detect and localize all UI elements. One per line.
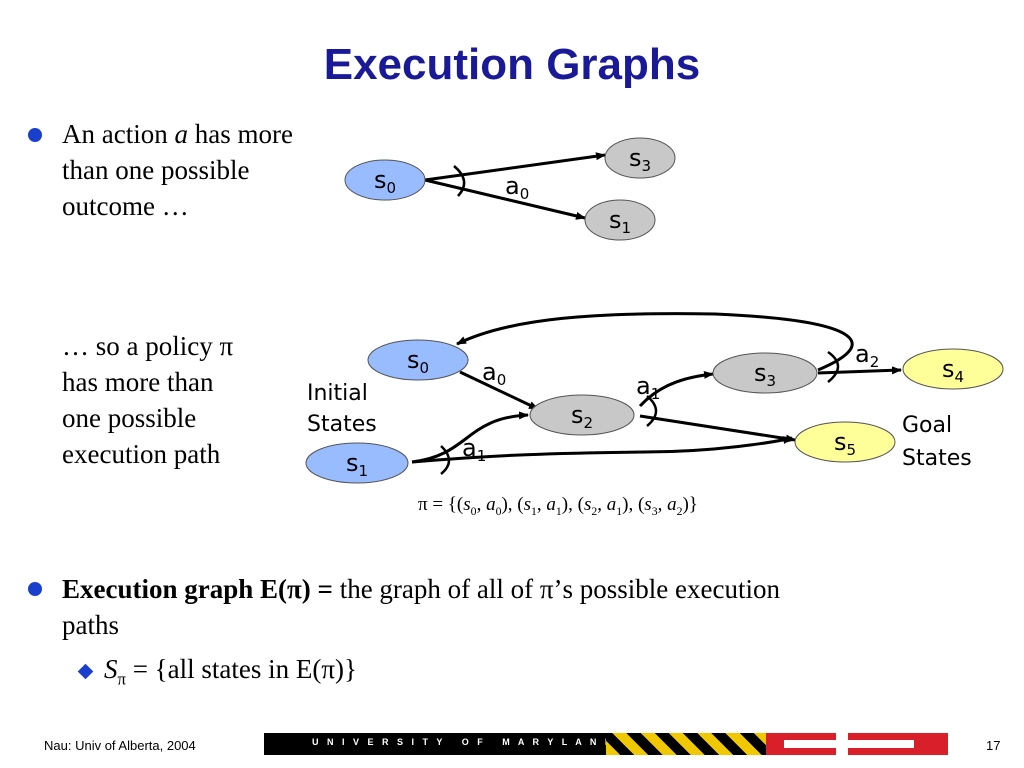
action-label-a2: a2 [855, 340, 879, 371]
action-label-a0: a0 [505, 172, 529, 203]
svg-text:s3: s3 [629, 144, 651, 175]
state-node-s5: s5 [794, 421, 896, 463]
svg-text:s0: s0 [407, 346, 429, 377]
bullet-1-text: An action a has more than one possible o… [62, 116, 293, 224]
state-node-s3: s3 [604, 137, 676, 179]
state-node-s2: s2 [529, 394, 635, 436]
state-node-s4: s4 [902, 348, 1004, 390]
page-number: 17 [986, 738, 1001, 753]
edge-s1-s5 [411, 436, 793, 464]
state-node-s3: s3 [712, 352, 818, 394]
and-arc [453, 165, 466, 197]
svg-text:s5: s5 [834, 428, 856, 459]
action-label-a0: a0 [482, 358, 506, 389]
and-arc-s3 [827, 350, 840, 383]
diagram-single-action: a0 s0 s3 s1 [344, 137, 676, 241]
banner-text: U N I V E R S I T Y O F M A R Y L A N D [312, 737, 615, 747]
edge-s1-s2 [411, 411, 529, 464]
slide-title: Execution Graphs [323, 40, 701, 89]
svg-text:s1: s1 [346, 449, 368, 480]
state-node-s1: s1 [584, 199, 656, 241]
bullet-1-var: a [174, 119, 188, 149]
university-banner: U N I V E R S I T Y O F M A R Y L A N D [264, 733, 948, 755]
edge-s3-s4 [817, 366, 902, 375]
bullet-1-post: has more than one possible outcome … [62, 119, 293, 221]
edge-s2-s5 [639, 414, 796, 443]
flag-black-gold [606, 733, 766, 755]
footer-credit: Nau: Univ of Alberta, 2004 [44, 738, 196, 753]
sub-bullet-diamond [77, 663, 94, 680]
sub-bullet-text: Sπ = {all states in E(π)} [104, 654, 357, 689]
svg-text:s1: s1 [609, 206, 631, 237]
bullet-2-text: Execution graph E(π) = the graph of all … [62, 571, 780, 643]
edge-s0-s1 [424, 178, 586, 220]
state-node-s1: s1 [305, 442, 409, 484]
state-node-s0: s0 [344, 159, 426, 201]
action-label-a1-s1: a1 [462, 434, 486, 465]
policy-formula: π = {(s0, a0), (s1, a1), (s2, a1), (s3, … [418, 494, 698, 518]
state-node-s0: s0 [367, 339, 469, 381]
action-label-a1-s2: a1 [636, 372, 660, 403]
edge-s2-s3 [638, 370, 714, 408]
svg-text:s3: s3 [754, 359, 776, 390]
bullet-1-continuation: … so a policy π has more than one possib… [62, 331, 234, 469]
bullet-2-rest: the graph of all of π’s possible executi… [62, 574, 780, 640]
and-arc-s2 [646, 395, 658, 427]
edge-s3-s0 [456, 312, 854, 372]
bullet-dot [28, 128, 42, 142]
bullet-2-bold: Execution graph E(π) = [62, 574, 333, 604]
svg-text:s2: s2 [571, 401, 593, 432]
svg-text:s0: s0 [374, 166, 396, 197]
and-arc-s1 [440, 445, 451, 475]
svg-text:s4: s4 [942, 355, 964, 386]
bullet-dot [28, 582, 42, 596]
flag-red-white [766, 733, 948, 755]
edge-s0-s3 [424, 152, 606, 182]
bullet-1-pre: An action [62, 119, 175, 149]
edge-s0-s2 [459, 370, 539, 411]
